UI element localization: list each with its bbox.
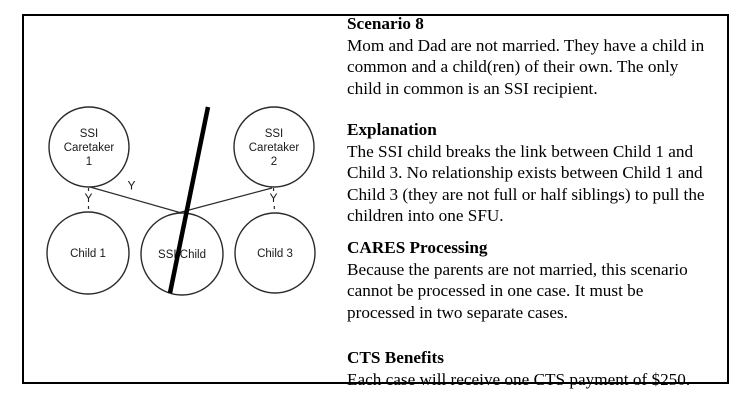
section-text-line: Child 3 (they are not full or half sibli… — [347, 184, 705, 204]
link-caretaker1-ssichild — [89, 186, 186, 215]
section-text-line: children into one SFU. — [347, 206, 504, 225]
caretaker2-label-line1: SSI — [265, 128, 284, 140]
caretaker1-label-line1: SSI — [80, 128, 99, 140]
label-backing — [267, 191, 280, 203]
section-explanation: Explanation The SSI child breaks the lin… — [347, 119, 731, 227]
relationship-label-right-vertical: Y — [269, 191, 277, 205]
caretaker2-label-line3: 2 — [271, 156, 277, 168]
caretaker2-label-line2: Caretaker — [249, 142, 300, 154]
link-caretaker2-ssichild — [173, 187, 273, 215]
section-scenario: Scenario 8 Mom and Dad are not married. … — [347, 13, 731, 99]
section-cares-processing: CARES Processing Because the parents are… — [347, 237, 731, 323]
relationship-break-line — [167, 106, 211, 294]
section-text-line: cannot be processed in one case. It must… — [347, 281, 644, 300]
section-text-line: Because the parents are not married, thi… — [347, 259, 688, 279]
section-text-line: Mom and Dad are not married. They have a… — [347, 35, 705, 55]
section-text-line: processed in two separate cases. — [347, 302, 568, 322]
section-text-line: common and a child(ren) of their own. Th… — [347, 57, 679, 76]
node-child-1 — [46, 211, 130, 295]
relationship-label-left-diagonal: Y — [127, 179, 135, 193]
caretaker1-label-line3: 1 — [86, 156, 92, 168]
node-ssi-caretaker-2 — [233, 106, 315, 188]
node-child-3 — [234, 212, 316, 294]
page-border — [22, 14, 729, 384]
section-text-line: Child 3. No relationship exists between … — [347, 163, 703, 182]
section-text-line: child in common is an SSI recipient. — [347, 78, 598, 98]
caretaker1-label-line2: Caretaker — [64, 142, 115, 154]
node-ssi-child — [140, 212, 224, 296]
section-cts-benefits: CTS Benefits Each case will receive one … — [347, 347, 731, 390]
child1-label: Child 1 — [70, 248, 106, 260]
section-heading: CTS Benefits — [347, 348, 444, 367]
label-backing — [82, 191, 95, 203]
section-heading: Explanation — [347, 120, 437, 139]
node-ssi-caretaker-1 — [48, 106, 130, 188]
section-text-line: Each case will receive one CTS payment o… — [347, 369, 691, 389]
section-text-line: The SSI child breaks the link between Ch… — [347, 141, 694, 161]
section-heading: Scenario 8 — [347, 14, 424, 33]
child3-label: Child 3 — [257, 248, 293, 260]
ssi-child-label: SSI Child — [158, 249, 206, 261]
section-heading: CARES Processing — [347, 238, 488, 257]
relationship-label-left-vertical: Y — [84, 191, 92, 205]
